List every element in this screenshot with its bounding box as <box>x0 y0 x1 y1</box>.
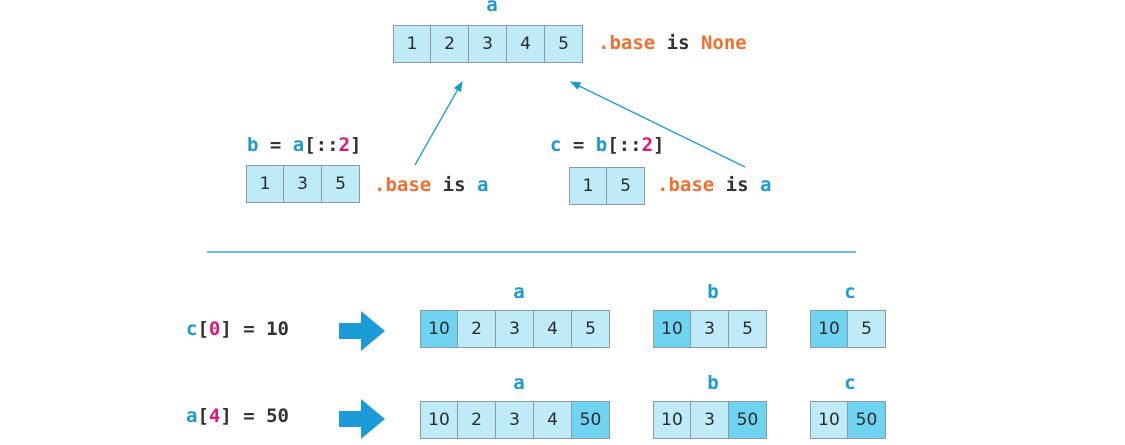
b-assignment-code-token: = <box>258 134 293 156</box>
b-assignment-code-token: [:: <box>304 134 339 156</box>
array-b-cell: 5 <box>322 165 360 203</box>
row1-array-a-cell: 5 <box>572 310 610 348</box>
a-base-label-token: .base <box>598 32 656 54</box>
b-assignment-code-token: a <box>292 134 305 156</box>
a-base-label-token: is <box>655 32 701 54</box>
b-assignment-code-token: 2 <box>338 134 351 156</box>
row2-code-token: [ <box>197 405 209 427</box>
b-assignment-code-token: ] <box>350 134 362 156</box>
row2-array-b-cell: 50 <box>729 401 767 439</box>
b-assignment-code: b = a[::2] <box>247 134 361 156</box>
b-assignment-code-token: b <box>247 134 259 156</box>
row2-array-a-cell: 2 <box>458 401 496 439</box>
row1-array-c-cell: 5 <box>848 310 886 348</box>
c-assignment-code-token: ] <box>653 134 665 156</box>
row1-a-name: a <box>513 281 525 303</box>
c-assignment-code-token: c <box>550 134 562 156</box>
array-a-cell: 5 <box>545 25 583 63</box>
array-a-cell: 4 <box>507 25 545 63</box>
c-assignment-code-token: [:: <box>607 134 642 156</box>
row2-array-a-cell: 4 <box>534 401 572 439</box>
c-assignment-code-token: 2 <box>641 134 654 156</box>
b-base-label-token: .base <box>374 174 432 196</box>
row1-code-token: [ <box>197 318 209 340</box>
row1-c-name: c <box>844 281 856 303</box>
c-base-label: .base is a <box>657 174 771 196</box>
c-assignment-code-token: b <box>595 134 608 156</box>
array-c-cell: 1 <box>569 167 607 205</box>
row2-c-name: c <box>844 372 856 394</box>
array-a-name: a <box>486 0 498 16</box>
c-assignment-code: c = b[::2] <box>550 134 664 156</box>
c-base-arrow <box>570 81 746 168</box>
row2-a-name: a <box>513 372 525 394</box>
row1-code-token: 0 <box>208 318 221 340</box>
a-base-label-token: None <box>700 32 747 54</box>
row2-arrow-icon <box>339 399 385 439</box>
row2-code-token: ] = 50 <box>220 405 289 427</box>
row2-code-token: 4 <box>208 405 221 427</box>
b-base-label-token: is <box>431 174 477 196</box>
c-base-label-token: a <box>759 174 772 196</box>
row2-b-name: b <box>707 372 719 394</box>
row1-array-a-cell: 3 <box>496 310 534 348</box>
array-a-cell: 1 <box>393 25 431 63</box>
c-base-label-token: .base <box>657 174 715 196</box>
c-assignment-code-token: = <box>561 134 596 156</box>
row2-array-a-cell: 50 <box>572 401 610 439</box>
row1-array-b-cell: 5 <box>729 310 767 348</box>
array-a-cell: 3 <box>469 25 507 63</box>
row1-arrow-icon <box>339 311 385 351</box>
row1-b-name: b <box>707 281 719 303</box>
b-base-arrow <box>414 81 463 166</box>
row2-array-a-cell: 3 <box>496 401 534 439</box>
row2-array-c-cell: 10 <box>810 401 848 439</box>
row1-array-b-cell: 3 <box>691 310 729 348</box>
row1-code-token: c <box>186 318 198 340</box>
row2-array-c-cell: 50 <box>848 401 886 439</box>
row2-array-b-cell: 3 <box>691 401 729 439</box>
b-base-label-token: a <box>476 174 489 196</box>
row2-code-token: a <box>186 405 198 427</box>
row1-array-a-cell: 10 <box>420 310 458 348</box>
array-c-cell: 5 <box>607 167 645 205</box>
row2-array-b-cell: 10 <box>653 401 691 439</box>
b-base-label: .base is a <box>374 174 488 196</box>
c-base-label-token: is <box>714 174 760 196</box>
row1-array-b-cell: 10 <box>653 310 691 348</box>
row2-array-a-cell: 10 <box>420 401 458 439</box>
row2-code: a[4] = 50 <box>186 405 289 427</box>
row1-code: c[0] = 10 <box>186 318 289 340</box>
row1-array-a-cell: 4 <box>534 310 572 348</box>
row1-array-a-cell: 2 <box>458 310 496 348</box>
row1-array-c-cell: 10 <box>810 310 848 348</box>
row1-code-token: ] = 10 <box>220 318 289 340</box>
array-b-cell: 1 <box>246 165 284 203</box>
a-base-label: .base is None <box>598 32 747 54</box>
array-b-cell: 3 <box>284 165 322 203</box>
array-a-cell: 2 <box>431 25 469 63</box>
